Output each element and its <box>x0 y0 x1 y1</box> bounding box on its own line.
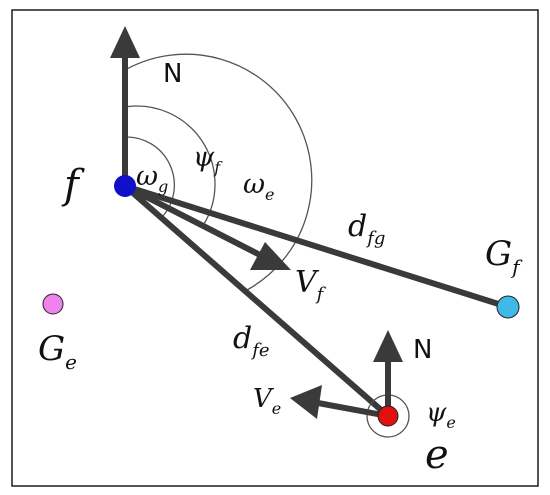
label-omega-g: ωg <box>136 161 168 196</box>
label-v-e: Ve <box>253 384 281 418</box>
label-v-f: Vf <box>295 265 327 305</box>
label-agent-f: f <box>61 162 85 208</box>
north-arrowhead-f <box>110 26 140 58</box>
label-north-f: N <box>163 59 182 89</box>
agent-f-dot <box>114 175 136 197</box>
label-d-fg: dfg <box>348 209 385 249</box>
velocity-arrowhead-f <box>250 242 291 270</box>
velocity-arrowhead-e <box>290 385 322 419</box>
arc-psi-f <box>124 105 216 225</box>
label-d-fe: dfe <box>233 321 270 361</box>
label-goal-f: Gf <box>485 234 523 279</box>
velocity-arrow-e <box>317 400 389 419</box>
goal-e-dot <box>42 293 64 315</box>
line-d-fg <box>124 183 509 310</box>
label-north-e: N <box>413 335 432 365</box>
label-psi-f: ψf <box>193 142 223 177</box>
north-arrowhead-e <box>373 330 403 362</box>
label-omega-e: ωe <box>243 169 275 204</box>
line-d-fe <box>123 183 390 419</box>
arc-omega-e <box>124 53 313 291</box>
label-agent-e: e <box>425 432 449 478</box>
label-goal-e: Ge <box>38 329 77 374</box>
goal-f-dot <box>496 295 520 319</box>
velocity-arrow-f <box>123 183 264 259</box>
diagram-frame <box>11 9 539 487</box>
agent-e-dot <box>377 405 399 427</box>
label-psi-e: ψe <box>426 398 456 432</box>
